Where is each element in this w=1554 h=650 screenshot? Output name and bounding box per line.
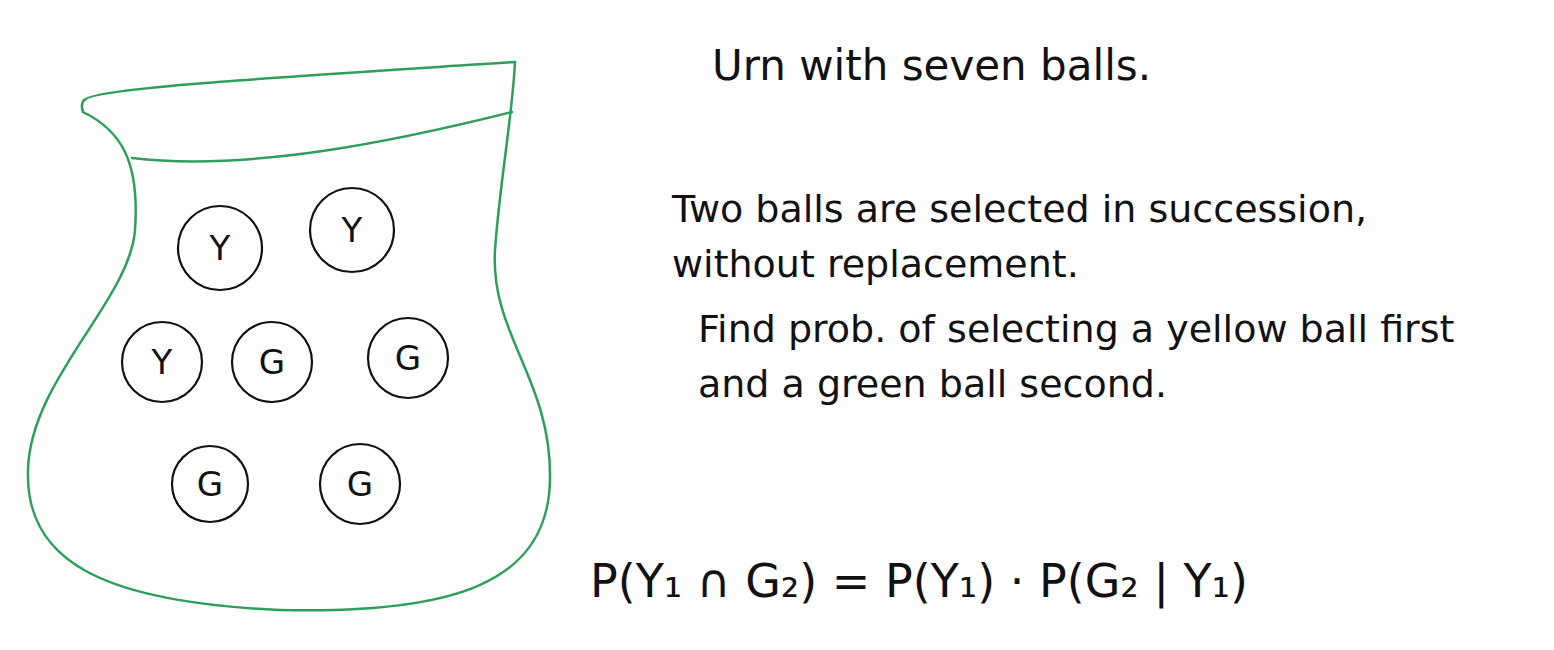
ball-letter: G [230,320,314,404]
ball-letter: G [170,444,250,524]
ball-letter: G [366,316,450,400]
urn-body [28,62,550,610]
note-text: Urn with seven balls. [712,36,1532,97]
ball-circle: Y [308,186,396,274]
urn-rim-lower [82,100,85,112]
ball-circle: Y [120,320,204,404]
ball-letter: Y [176,204,264,292]
note-text: Two balls are selected in succession, wi… [672,182,1502,292]
ball-circle: G [230,320,314,404]
ball-circle: G [366,316,450,400]
note-text: Find prob. of selecting a yellow ball fi… [698,302,1468,412]
ball-letter: G [318,442,402,526]
ball-circle: G [170,444,250,524]
ball-circle: G [318,442,402,526]
urn-rim [85,62,515,100]
ball-letter: Y [308,186,396,274]
formula: P(Y₁ ∩ G₂) = P(Y₁) · P(G₂ | Y₁) [590,548,1530,615]
ball-circle: Y [176,204,264,292]
ball-letter: Y [120,320,204,404]
urn-rim-inner [132,112,512,161]
